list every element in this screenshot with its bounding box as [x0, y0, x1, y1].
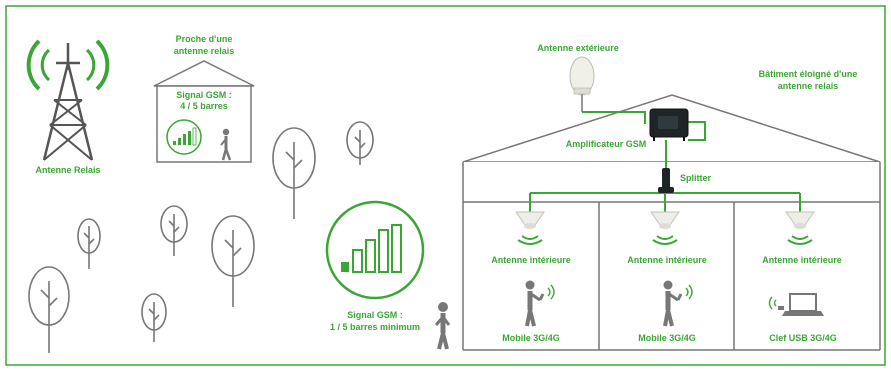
tree-icon: [160, 205, 188, 256]
tree-icon: [211, 215, 255, 307]
near-signal-line2: 4 / 5 barres: [180, 101, 228, 111]
room1-antenna-label: Antenne intérieure: [491, 255, 571, 265]
relay-tower-icon: [26, 39, 110, 161]
near-house-title-line2: antenne relais: [173, 46, 235, 56]
signal-wave-icon: [85, 48, 96, 82]
tree-icon: [346, 121, 374, 165]
amplifier-label: Amplificateur GSM: [565, 139, 647, 149]
indoor-antenna-icon: [785, 211, 815, 245]
room3-device-label: Clef USB 3G/4G: [769, 333, 837, 343]
outdoor-antenna-icon: [569, 56, 595, 112]
indoor-antenna-icon: [515, 211, 545, 245]
room2-antenna-label: Antenne intérieure: [627, 255, 707, 265]
tree-icon: [28, 266, 70, 353]
near-house-icon: [153, 60, 255, 163]
signal-strength-icon: [166, 119, 202, 155]
tree-icon: [272, 127, 316, 219]
amplifier-icon: [649, 108, 689, 141]
phone-user-icon: [525, 280, 555, 327]
far-signal-line2: 1 / 5 barres minimum: [329, 322, 421, 332]
outer-frame: [5, 5, 886, 366]
tower-label: Antenne Relais: [35, 165, 101, 175]
room1-device-label: Mobile 3G/4G: [502, 333, 560, 343]
laptop-usb-icon: [768, 293, 824, 316]
near-signal-line1: Signal GSM :: [176, 90, 232, 100]
near-house-title-line1: Proche d'une: [175, 34, 233, 44]
person-outside-icon: [434, 302, 451, 350]
phone-user-icon: [663, 280, 693, 327]
tree-icon: [141, 293, 167, 342]
tree-icon: [77, 218, 101, 269]
splitter-icon: [658, 168, 674, 193]
far-building-line1: Bâtiment éloigné d'une: [758, 69, 858, 79]
indoor-antenna-icons: [515, 211, 815, 245]
room3-antenna-label: Antenne intérieure: [762, 255, 842, 265]
room2-device-label: Mobile 3G/4G: [638, 333, 696, 343]
signal-wave-icon: [26, 39, 41, 91]
outdoor-antenna-label: Antenne extérieure: [537, 43, 619, 53]
person-icon: [220, 128, 232, 161]
signal-wave-icon: [40, 48, 51, 82]
splitter-label: Splitter: [680, 173, 712, 183]
tree-icons: [28, 121, 374, 353]
signal-wave-icon: [95, 39, 110, 91]
weak-signal-strength-icon: [325, 200, 425, 300]
far-building-line2: antenne relais: [777, 81, 839, 91]
far-signal-line1: Signal GSM :: [347, 310, 403, 320]
indoor-antenna-icon: [650, 211, 680, 245]
